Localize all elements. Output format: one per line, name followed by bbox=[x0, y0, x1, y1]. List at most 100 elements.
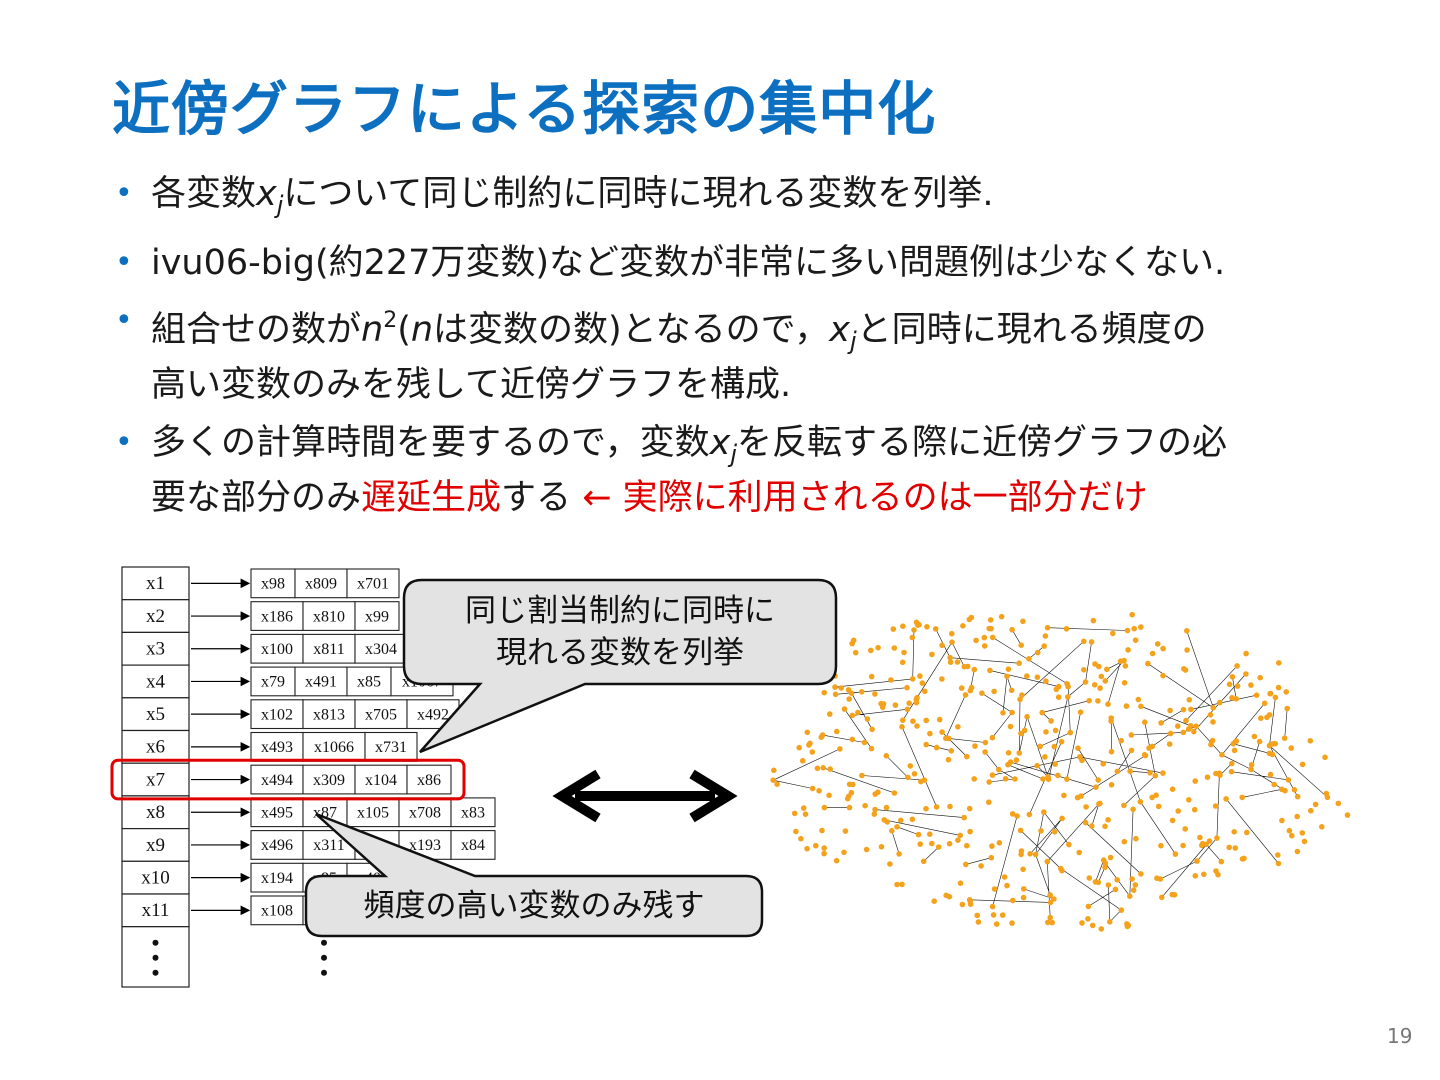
graph-node bbox=[1027, 851, 1033, 857]
graph-node bbox=[957, 832, 963, 839]
graph-node bbox=[1186, 797, 1192, 803]
graph-node bbox=[1055, 694, 1062, 700]
neighbor-label: x491 bbox=[305, 674, 337, 691]
graph-node bbox=[1209, 737, 1216, 744]
graph-node bbox=[947, 659, 954, 665]
graph-node bbox=[1009, 811, 1016, 817]
graph-node bbox=[949, 639, 955, 645]
graph-node bbox=[967, 898, 973, 904]
graph-node bbox=[1289, 832, 1295, 839]
graph-node bbox=[1004, 882, 1010, 889]
neighbor-label: x194 bbox=[261, 870, 293, 887]
graph-node bbox=[1097, 685, 1103, 691]
b1-var: x bbox=[256, 174, 277, 214]
graph-node bbox=[1081, 638, 1087, 645]
graph-node bbox=[863, 846, 870, 853]
graph-node bbox=[927, 831, 933, 837]
graph-node bbox=[1089, 823, 1095, 829]
neighbor-cell bbox=[450, 797, 496, 828]
graph-node bbox=[1155, 803, 1162, 810]
graph-node bbox=[1142, 719, 1148, 725]
graph-node bbox=[809, 749, 816, 755]
graph-node bbox=[1137, 799, 1144, 805]
graph-node bbox=[1049, 919, 1055, 926]
graph-node bbox=[1064, 776, 1070, 782]
neighbor-cell bbox=[250, 666, 296, 697]
graph-node bbox=[1272, 740, 1278, 747]
graph-node bbox=[916, 621, 922, 628]
graph-node bbox=[849, 736, 856, 743]
graph-node bbox=[920, 858, 927, 865]
graph-node bbox=[909, 634, 916, 641]
graph-node bbox=[871, 811, 878, 817]
bullet-list: • 各変数xjについて同じ制約に同時に現れる変数を列挙. • ivu06-big… bbox=[115, 172, 1415, 534]
graph-node bbox=[922, 688, 928, 695]
variable-cell bbox=[121, 631, 190, 666]
graph-node bbox=[1089, 922, 1096, 929]
graph-node bbox=[979, 690, 985, 696]
graph-node bbox=[929, 840, 935, 847]
graph-node bbox=[1009, 626, 1015, 633]
neighbor-label: x85 bbox=[357, 674, 381, 691]
graph-node bbox=[989, 772, 996, 778]
graph-node bbox=[807, 740, 813, 747]
graph-node bbox=[1275, 684, 1282, 691]
graph-node bbox=[889, 827, 895, 834]
graph-node bbox=[1322, 754, 1328, 761]
graph-node bbox=[837, 746, 843, 752]
graph-node bbox=[814, 765, 821, 772]
graph-node bbox=[936, 716, 943, 723]
graph-node bbox=[1038, 828, 1044, 834]
graph-node bbox=[1088, 639, 1095, 645]
graph-node bbox=[1229, 674, 1236, 680]
graph-node bbox=[933, 804, 940, 810]
graph-node bbox=[1256, 738, 1263, 745]
graph-node bbox=[947, 803, 953, 810]
variable-label-x7: x7 bbox=[146, 769, 165, 790]
graph-node bbox=[1210, 719, 1216, 725]
graph-node bbox=[774, 781, 780, 787]
graph-node bbox=[1118, 907, 1125, 913]
graph-node bbox=[888, 677, 894, 683]
graph-node bbox=[846, 696, 852, 702]
graph-node bbox=[771, 767, 777, 774]
graph-node bbox=[1041, 643, 1047, 649]
graph-node bbox=[1085, 916, 1091, 922]
graph-node bbox=[1152, 772, 1159, 779]
neighbor-cell bbox=[302, 764, 356, 795]
graph-node bbox=[887, 861, 893, 867]
graph-node bbox=[1127, 768, 1133, 774]
neighbor-label: x105 bbox=[357, 804, 389, 821]
graph-node bbox=[1107, 919, 1113, 925]
graph-node bbox=[917, 673, 923, 679]
graph-node bbox=[1018, 848, 1025, 854]
neighbor-cell bbox=[302, 699, 356, 730]
graph-node bbox=[1187, 723, 1194, 729]
graph-node bbox=[1166, 741, 1173, 747]
graph-node bbox=[1048, 718, 1054, 724]
graph-node bbox=[1284, 705, 1290, 712]
graph-node bbox=[1039, 709, 1045, 716]
graph-node bbox=[1107, 854, 1114, 861]
graph-node bbox=[1183, 717, 1189, 724]
graph-node bbox=[910, 718, 916, 724]
graph-node bbox=[1218, 858, 1225, 865]
graph-node bbox=[1267, 771, 1274, 778]
graph-node bbox=[1078, 793, 1084, 799]
graph-node bbox=[1308, 807, 1314, 814]
b2-text: ivu06-big(約227万変数)など変数が非常に多い問題例は少なくない. bbox=[151, 243, 1226, 283]
graph-node bbox=[1267, 690, 1274, 697]
graph-node bbox=[770, 777, 776, 783]
variable-label-x9: x9 bbox=[146, 835, 165, 856]
graph-node bbox=[1192, 778, 1198, 784]
graph-node bbox=[1216, 699, 1223, 706]
neighbor-cell bbox=[250, 568, 296, 599]
neighbor-label: x705 bbox=[365, 706, 397, 723]
graph-node bbox=[1045, 919, 1051, 926]
graph-node bbox=[872, 806, 878, 813]
graph-node bbox=[1159, 894, 1165, 901]
graph-node bbox=[1258, 715, 1264, 721]
graph-node bbox=[962, 692, 969, 698]
graph-node bbox=[1026, 656, 1032, 662]
